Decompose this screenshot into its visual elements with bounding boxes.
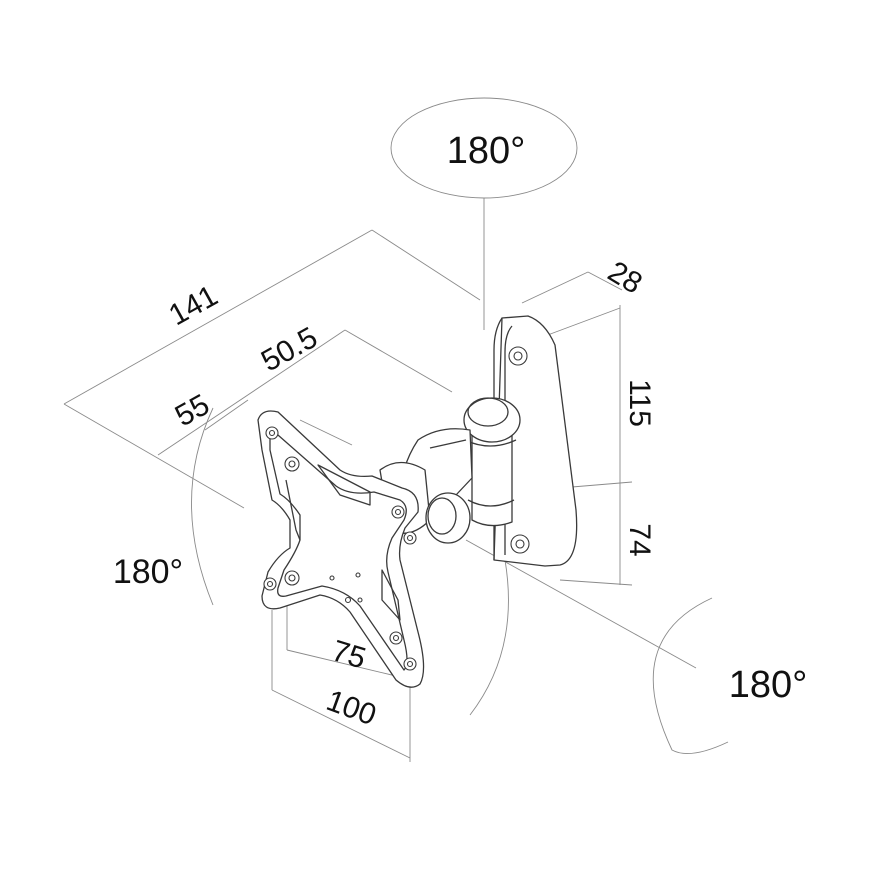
wall-plate (493, 315, 578, 567)
vesa-plate (257, 410, 425, 688)
pivot-column (463, 397, 521, 527)
right-rotation-arc (652, 597, 729, 755)
dimension-74: 74 (623, 523, 656, 556)
dimension-lines (63, 229, 697, 762)
dimension-141: 141 (164, 279, 224, 332)
dimension-115: 115 (623, 379, 656, 427)
left-rotation-arc (191, 407, 214, 606)
left-rotation-label: 180° (113, 553, 183, 591)
dimension-28: 28 (602, 255, 648, 300)
rotation-indicators (191, 97, 729, 755)
center-rotation-arc (469, 559, 509, 716)
top-rotation-label: 180° (447, 130, 526, 172)
tilt-knob (425, 492, 471, 544)
dimension-50-5: 50.5 (256, 321, 323, 378)
dimension-55: 55 (170, 388, 215, 433)
dimension-75: 75 (328, 634, 370, 675)
right-rotation-label: 180° (729, 664, 808, 706)
dimension-100: 100 (322, 684, 380, 732)
